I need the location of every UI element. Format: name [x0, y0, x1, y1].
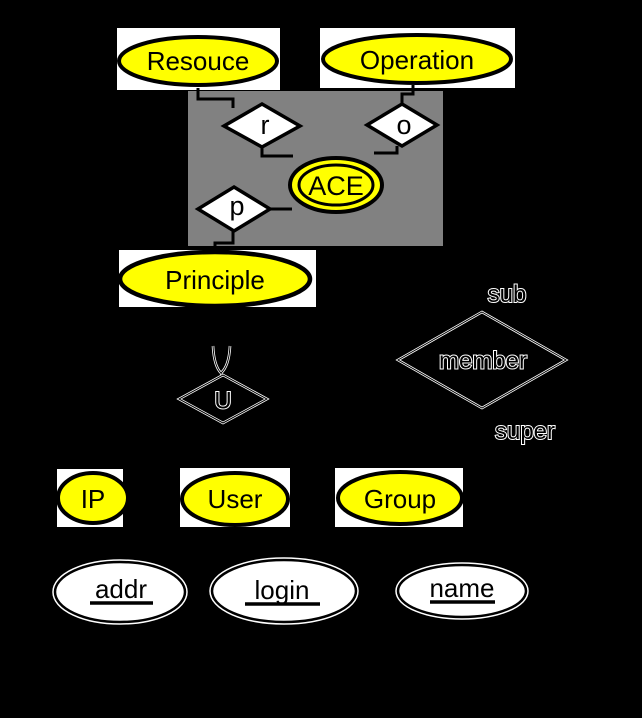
ace-outer-ellipse — [288, 156, 384, 214]
relationship-r-diamond — [220, 101, 304, 149]
operation-entity — [321, 33, 513, 85]
user-label: User — [208, 484, 263, 514]
connector-r-ace — [260, 147, 293, 158]
relationship-member-diamond — [396, 311, 568, 409]
connector-operation-o — [400, 85, 415, 104]
group-label: Group — [364, 484, 436, 514]
connector-resouce-r — [196, 88, 235, 108]
group-entity — [336, 470, 464, 526]
connector-o-ace — [374, 146, 399, 155]
ip-label: IP — [81, 484, 106, 514]
relationship-r-label: r — [261, 110, 270, 140]
union-cup-symbol — [212, 345, 231, 378]
login-attribute — [210, 558, 358, 624]
relationship-member-label: member — [439, 348, 527, 375]
relationship-p-diamond — [194, 184, 274, 234]
connector-p-principle — [213, 231, 235, 253]
principle-entity — [117, 249, 313, 309]
relationship-o-label: o — [396, 110, 411, 140]
resouce-entity — [117, 35, 279, 87]
super-annotation: super — [495, 418, 555, 445]
relationship-u-diamond — [177, 374, 269, 424]
relationship-u-label: U — [214, 388, 231, 415]
name-attribute — [396, 563, 528, 619]
addr-label: addr — [95, 574, 147, 604]
ace-label: ACE — [308, 171, 364, 201]
resouce-label: Resouce — [147, 46, 250, 76]
principle-label: Principle — [165, 265, 265, 295]
user-entity — [180, 471, 290, 527]
ip-entity — [56, 471, 130, 525]
relationship-p-label: p — [229, 191, 244, 221]
sub-annotation: sub — [488, 281, 527, 308]
addr-attribute — [53, 560, 187, 624]
relationship-o-diamond — [363, 101, 441, 149]
name-label: name — [429, 573, 494, 603]
login-label: login — [255, 575, 310, 605]
ace-inner-ellipse — [297, 163, 375, 207]
operation-label: Operation — [360, 45, 474, 75]
